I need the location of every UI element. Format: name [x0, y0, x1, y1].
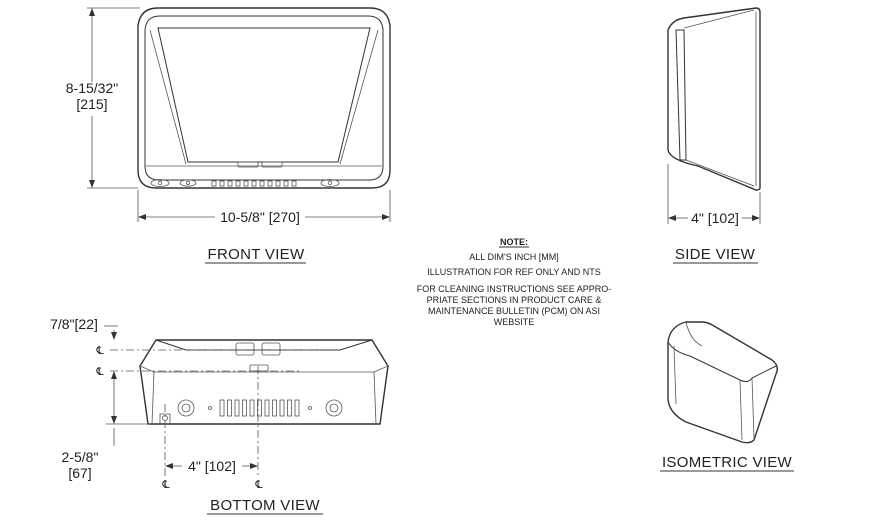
bottom-vent-slot [294, 399, 300, 417]
isometric-view-drawing [667, 321, 779, 444]
bottom-view-drawing [104, 325, 389, 478]
centerline-symbol-middle: ℄ [95, 366, 103, 378]
front-view-drawing [87, 7, 391, 222]
front-vent-slot [275, 180, 281, 187]
front-vent-slot [211, 180, 217, 187]
front-view-title: FRONT VIEW [208, 246, 305, 263]
bottom-vent-slot [279, 399, 285, 417]
side-view-title: SIDE VIEW [675, 246, 756, 263]
note-line-4: PRIATE SECTIONS IN PRODUCT CARE & [427, 295, 602, 305]
bottom-side-mm: [67] [68, 465, 91, 481]
side-view-drawing [667, 7, 761, 224]
note-block: NOTE: ALL DIM'S INCH [MM] ILLUSTRATION F… [417, 237, 612, 327]
bottom-vent-slot [234, 399, 240, 417]
isometric-view-title: ISOMETRIC VIEW [662, 454, 793, 471]
side-depth-dimension: 4" [102] [691, 210, 739, 226]
bottom-vent-slot [287, 399, 292, 417]
bottom-vent-slot [219, 399, 225, 417]
centerline-symbol-upper: ℄ [95, 345, 103, 357]
bottom-offset-dimension: 7/8"[22] [50, 316, 98, 332]
centerline-symbol-right: ℄ [254, 479, 262, 491]
bottom-vent-slot [257, 399, 262, 417]
note-line-5: MAINTENANCE BULLETIN (PCM) ON ASI [428, 306, 600, 316]
front-vent-slot [251, 180, 257, 187]
bottom-vent-slot [272, 399, 277, 417]
front-height-inch: 8-15/32" [66, 80, 118, 96]
bottom-view-title: BOTTOM VIEW [210, 497, 320, 514]
bottom-centerline-dimension: 4" [102] [188, 458, 236, 474]
bottom-vent-slot [227, 399, 232, 417]
front-vent-slot [283, 180, 289, 187]
front-vent-slot [259, 180, 265, 187]
front-vent-slot [243, 180, 249, 187]
front-vent-slot [235, 180, 241, 187]
front-width-dimension: 10-5/8" [270] [220, 209, 300, 225]
note-line-3: FOR CLEANING INSTRUCTIONS SEE APPRO- [417, 284, 612, 294]
bottom-vent-slot [264, 399, 270, 417]
note-line-1: ALL DIM'S INCH [MM] [469, 252, 558, 262]
front-vent-slot [227, 180, 233, 187]
note-line-2: ILLUSTRATION FOR REF ONLY AND NTS [427, 267, 601, 277]
front-vent-slot [219, 180, 225, 187]
front-height-mm: [215] [76, 96, 107, 112]
front-vent-slot [291, 180, 297, 187]
bottom-side-inch: 2-5/8" [62, 449, 99, 465]
note-line-6: WEBSITE [494, 317, 535, 327]
centerline-symbol-left: ℄ [161, 479, 169, 491]
bottom-vent-slot [242, 399, 247, 417]
note-heading: NOTE: [500, 237, 528, 247]
bottom-vent-slot [249, 399, 255, 417]
front-vent-slot [267, 180, 273, 187]
